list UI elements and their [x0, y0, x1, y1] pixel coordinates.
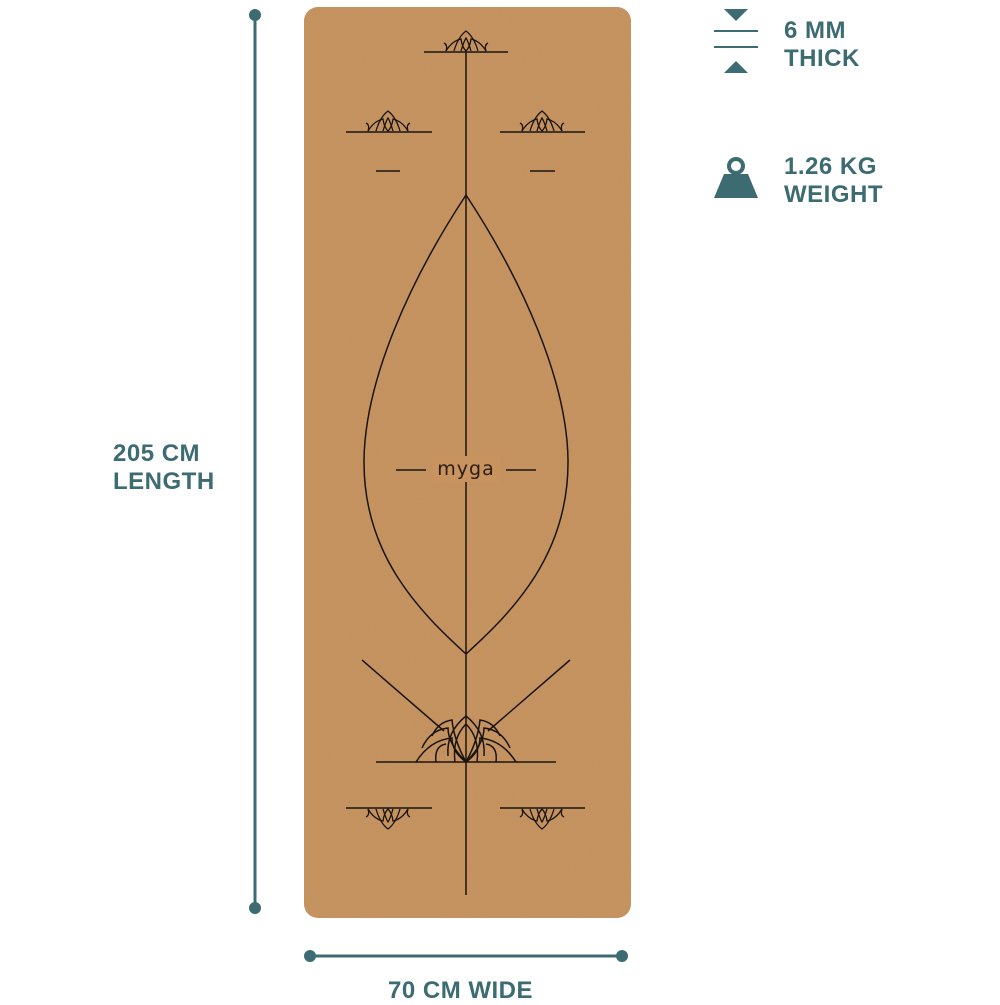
- large-lotus-icon: [376, 715, 556, 763]
- weight-icon: [714, 157, 758, 198]
- thickness-caption: THICK: [784, 45, 860, 72]
- weight-caption: WEIGHT: [784, 181, 883, 208]
- length-value: 205 CM: [113, 440, 201, 467]
- thickness-icon: [714, 9, 758, 73]
- right-foot-lotus-icon: [500, 807, 585, 830]
- thickness-value: 6 MM: [784, 17, 846, 44]
- yoga-mat: myga: [304, 7, 631, 918]
- weight-spec: 1.26 KG WEIGHT: [784, 153, 883, 209]
- weight-value: 1.26 KG: [784, 153, 877, 180]
- left-diagonal-line: [361, 659, 445, 732]
- width-measure-line: [304, 950, 628, 962]
- teardrop-outline: [363, 193, 569, 656]
- right-hand-lotus-icon: [500, 110, 585, 172]
- thickness-spec: 6 MM THICK: [784, 17, 860, 73]
- brand-logo: myga: [437, 458, 494, 480]
- width-label: 70 CM WIDE: [388, 977, 533, 1005]
- left-hand-lotus-icon: [346, 110, 432, 172]
- top-lotus-icon: [424, 30, 508, 53]
- left-foot-lotus-icon: [346, 807, 432, 830]
- length-measure-line: [249, 9, 261, 914]
- length-label: 205 CM LENGTH: [113, 440, 233, 496]
- length-caption: LENGTH: [113, 468, 215, 495]
- width-text: 70 CM WIDE: [388, 977, 534, 1004]
- right-diagonal-line: [487, 659, 571, 732]
